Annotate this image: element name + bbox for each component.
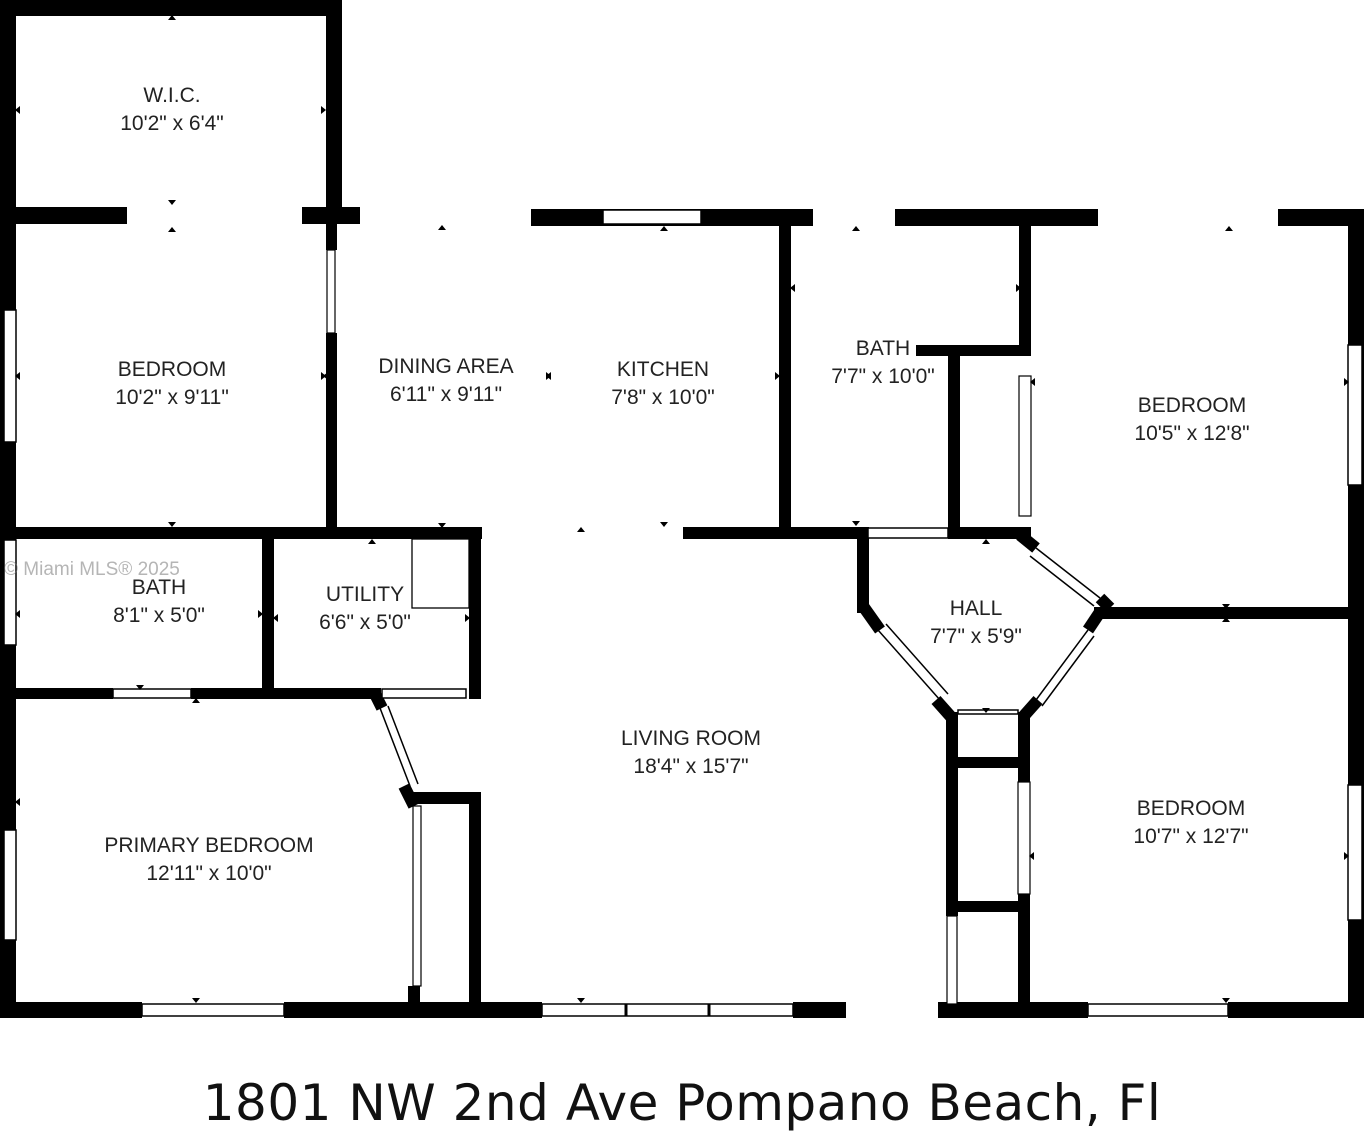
room-name: BATH bbox=[132, 576, 186, 599]
closet-outline bbox=[411, 538, 470, 609]
room-name: BEDROOM bbox=[1138, 394, 1247, 417]
room-dimensions: 10'7" x 12'7" bbox=[1133, 825, 1248, 848]
room-dimensions: 7'8" x 10'0" bbox=[611, 386, 715, 409]
room-labels: W.I.C. 10'2" x 6'4" BEDROOM 10'2" x 9'11… bbox=[104, 84, 1249, 885]
room-bedroom-3: BEDROOM 10'7" x 12'7" bbox=[1133, 797, 1248, 848]
room-name: DINING AREA bbox=[378, 355, 513, 378]
door-openings bbox=[326, 249, 1032, 1005]
room-name: KITCHEN bbox=[617, 358, 709, 381]
property-address: 1801 NW 2nd Ave Pompano Beach, Fl bbox=[202, 1074, 1162, 1132]
room-bedroom-1: BEDROOM 10'2" x 9'11" bbox=[115, 358, 229, 409]
room-name: W.I.C. bbox=[143, 84, 200, 107]
room-dimensions: 7'7" x 5'9" bbox=[930, 625, 1022, 648]
room-bedroom-2: BEDROOM 10'5" x 12'8" bbox=[1134, 394, 1249, 445]
room-dimensions: 6'6" x 5'0" bbox=[319, 611, 411, 634]
measurement-arrows bbox=[15, 15, 1349, 1003]
window-mullions bbox=[624, 1004, 711, 1016]
room-name: BEDROOM bbox=[1137, 797, 1246, 820]
room-dimensions: 7'7" x 10'0" bbox=[831, 365, 935, 388]
room-living-room: LIVING ROOM 18'4" x 15'7" bbox=[621, 727, 761, 778]
room-dimensions: 8'1" x 5'0" bbox=[113, 604, 205, 627]
angled-walls bbox=[368, 530, 1115, 809]
room-dimensions: 12'11" x 10'0" bbox=[146, 862, 271, 885]
room-bath-1: BATH 8'1" x 5'0" bbox=[113, 576, 205, 627]
room-dimensions: 6'11" x 9'11" bbox=[390, 383, 502, 406]
room-utility: UTILITY 6'6" x 5'0" bbox=[319, 583, 411, 634]
room-name: UTILITY bbox=[326, 583, 404, 606]
room-dining-area: DINING AREA 6'11" x 9'11" bbox=[378, 355, 513, 406]
room-name: HALL bbox=[950, 597, 1003, 620]
angled-doors bbox=[379, 547, 1101, 787]
room-primary-bedroom: PRIMARY BEDROOM 12'11" x 10'0" bbox=[104, 834, 313, 885]
room-wic: W.I.C. 10'2" x 6'4" bbox=[120, 84, 224, 135]
room-name: BATH bbox=[856, 337, 910, 360]
room-name: LIVING ROOM bbox=[621, 727, 761, 750]
room-name: BEDROOM bbox=[118, 358, 227, 381]
room-bath-2: BATH 7'7" x 10'0" bbox=[831, 337, 935, 388]
room-dimensions: 10'5" x 12'8" bbox=[1134, 422, 1249, 445]
room-kitchen: KITCHEN 7'8" x 10'0" bbox=[611, 358, 715, 409]
room-name: PRIMARY BEDROOM bbox=[104, 834, 313, 857]
room-dimensions: 18'4" x 15'7" bbox=[633, 755, 748, 778]
watermark: © Miami MLS® 2025 bbox=[4, 559, 180, 580]
floor-plan: W.I.C. 10'2" x 6'4" BEDROOM 10'2" x 9'11… bbox=[0, 0, 1364, 1018]
windows bbox=[3, 209, 1363, 1017]
room-dimensions: 10'2" x 6'4" bbox=[120, 112, 224, 135]
room-dimensions: 10'2" x 9'11" bbox=[115, 386, 229, 409]
room-hall: HALL 7'7" x 5'9" bbox=[930, 597, 1022, 648]
